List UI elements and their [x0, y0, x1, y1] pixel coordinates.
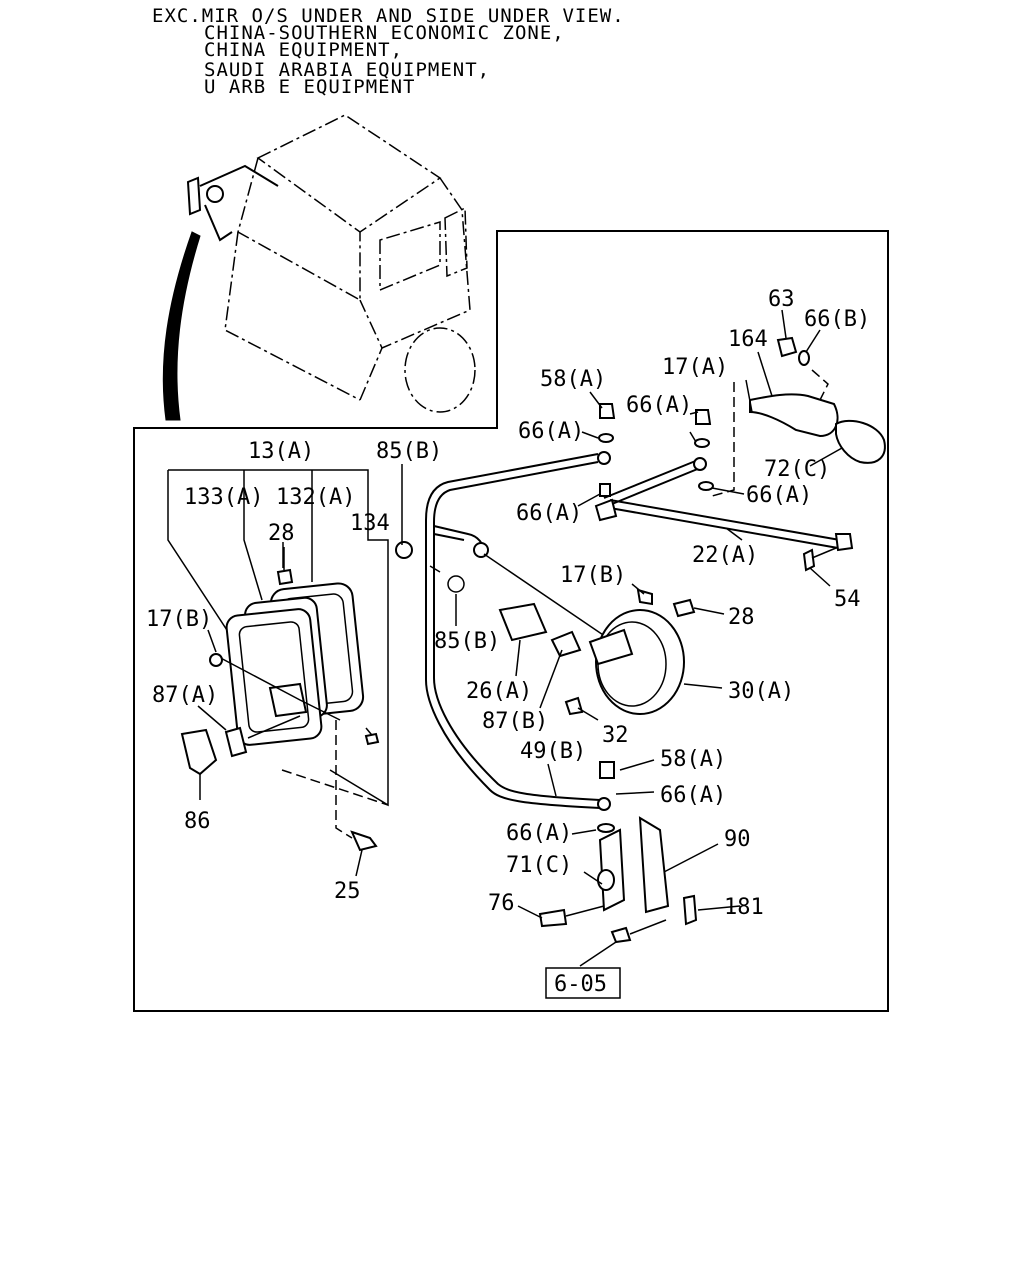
- callout-85b-top: 85(B): [376, 439, 442, 464]
- callout-66a-low1: 66(A): [660, 783, 726, 808]
- callout-87a: 87(A): [152, 683, 218, 708]
- callout-22a: 22(A): [692, 543, 758, 568]
- callout-134: 134: [350, 511, 390, 536]
- callout-13a: 13(A): [248, 439, 314, 464]
- callout-87b: 87(B): [482, 709, 548, 734]
- leader-lines: [197, 309, 843, 967]
- callout-58a-top: 58(A): [540, 367, 606, 392]
- header-line-4: SAUDI ARABIA EQUIPMENT,: [204, 59, 490, 81]
- cab-overview-illustration: [162, 114, 476, 421]
- callout-30a: 30(A): [728, 679, 794, 704]
- callout-164: 164: [728, 327, 768, 352]
- callout-76: 76: [488, 891, 515, 916]
- callout-28-left: 28: [268, 521, 295, 546]
- callout-28-right: 28: [728, 605, 755, 630]
- header-note: EXC.MIR O/S UNDER AND SIDE UNDER VIEW. C…: [152, 5, 625, 98]
- callout-66a-1: 66(A): [518, 419, 584, 444]
- callout-66a-2: 66(A): [516, 501, 582, 526]
- callout-132a: 132(A): [276, 485, 355, 510]
- header-line-3: CHINA EQUIPMENT,: [204, 39, 403, 61]
- callout-71c: 71(C): [506, 853, 572, 878]
- callout-133a: 133(A): [184, 485, 263, 510]
- header-line-1: EXC.MIR O/S UNDER AND SIDE UNDER VIEW.: [152, 5, 625, 27]
- callout-17b-left: 17(B): [146, 607, 212, 632]
- mirror-assembly: [167, 469, 389, 852]
- callout-63: 63: [768, 287, 795, 312]
- callout-58a-low: 58(A): [660, 747, 726, 772]
- header-line-2: CHINA-SOUTHERN ECONOMIC ZONE,: [204, 22, 565, 44]
- callout-26a: 26(A): [466, 679, 532, 704]
- callout-17a: 17(A): [662, 355, 728, 380]
- callout-32: 32: [602, 723, 629, 748]
- callout-90: 90: [724, 827, 751, 852]
- detail-frame: [133, 230, 889, 1012]
- callout-49b: 49(B): [520, 739, 586, 764]
- callout-66b: 66(B): [804, 307, 870, 332]
- callout-17b-right: 17(B): [560, 563, 626, 588]
- callout-181: 181: [724, 895, 764, 920]
- callout-66a-4: 66(A): [746, 483, 812, 508]
- callout-86: 86: [184, 809, 211, 834]
- page-reference-box[interactable]: 6-05: [545, 967, 621, 999]
- callout-25: 25: [334, 879, 361, 904]
- callout-labels: 13(A) 133(A) 132(A) 134 28 17(B) 87(A) 8…: [146, 287, 870, 920]
- header-line-5: U ARB E EQUIPMENT: [204, 76, 415, 98]
- stay-and-horn-assembly: [395, 336, 886, 944]
- callout-85b-mid: 85(B): [434, 629, 500, 654]
- callout-66a-3: 66(A): [626, 393, 692, 418]
- callout-54: 54: [834, 587, 861, 612]
- callout-72c: 72(C): [764, 457, 830, 482]
- page-reference-label[interactable]: 6-05: [554, 972, 607, 997]
- callout-66a-low2: 66(A): [506, 821, 572, 846]
